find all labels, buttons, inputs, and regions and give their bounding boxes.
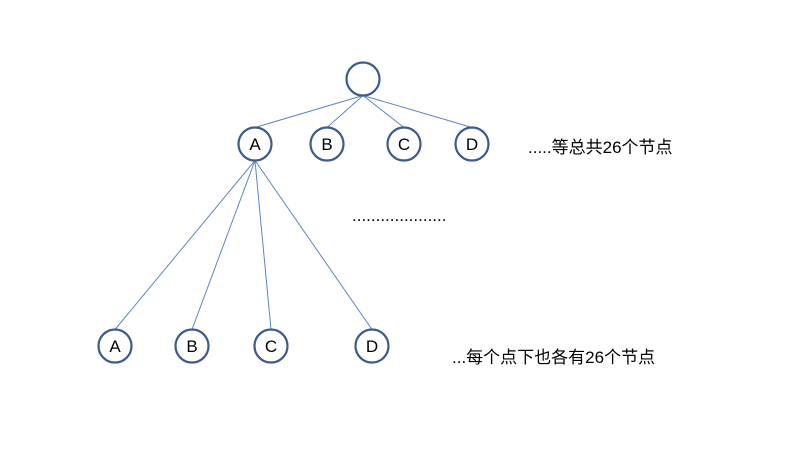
level1-node-A — [237, 126, 273, 162]
edge-root-A — [254, 95, 364, 128]
edge-A-C — [254, 160, 272, 330]
level2-node-A — [97, 328, 133, 364]
level2-node-D — [354, 328, 390, 364]
level2-node-B-label: B — [186, 337, 197, 356]
root-node — [345, 61, 381, 97]
edge-A-D — [254, 160, 373, 330]
edge-root-B — [326, 95, 364, 128]
level1-node-A-label: A — [249, 135, 261, 154]
level1-node-B-label: B — [321, 135, 332, 154]
level2-note: ...每个点下也各有26个节点 — [452, 348, 656, 367]
level2-node-C-label: C — [265, 337, 277, 356]
edge-root-C — [362, 95, 405, 128]
level1-node-B — [309, 126, 345, 162]
level1-node-D-label: D — [466, 135, 478, 154]
level1-node-C-label: C — [398, 135, 410, 154]
level1-note: .....等总共26个节点 — [528, 138, 673, 157]
level1-node-D — [454, 126, 490, 162]
level1-node-C — [386, 126, 422, 162]
level2-node-C — [253, 328, 289, 364]
edge-A-B — [191, 160, 256, 330]
middle-ellipsis: .................... — [352, 206, 447, 225]
level2-node-A-label: A — [109, 337, 121, 356]
level2-node-B — [174, 328, 210, 364]
edge-A-A — [114, 160, 256, 330]
edge-root-D — [362, 95, 473, 128]
level2-node-D-label: D — [366, 337, 378, 356]
